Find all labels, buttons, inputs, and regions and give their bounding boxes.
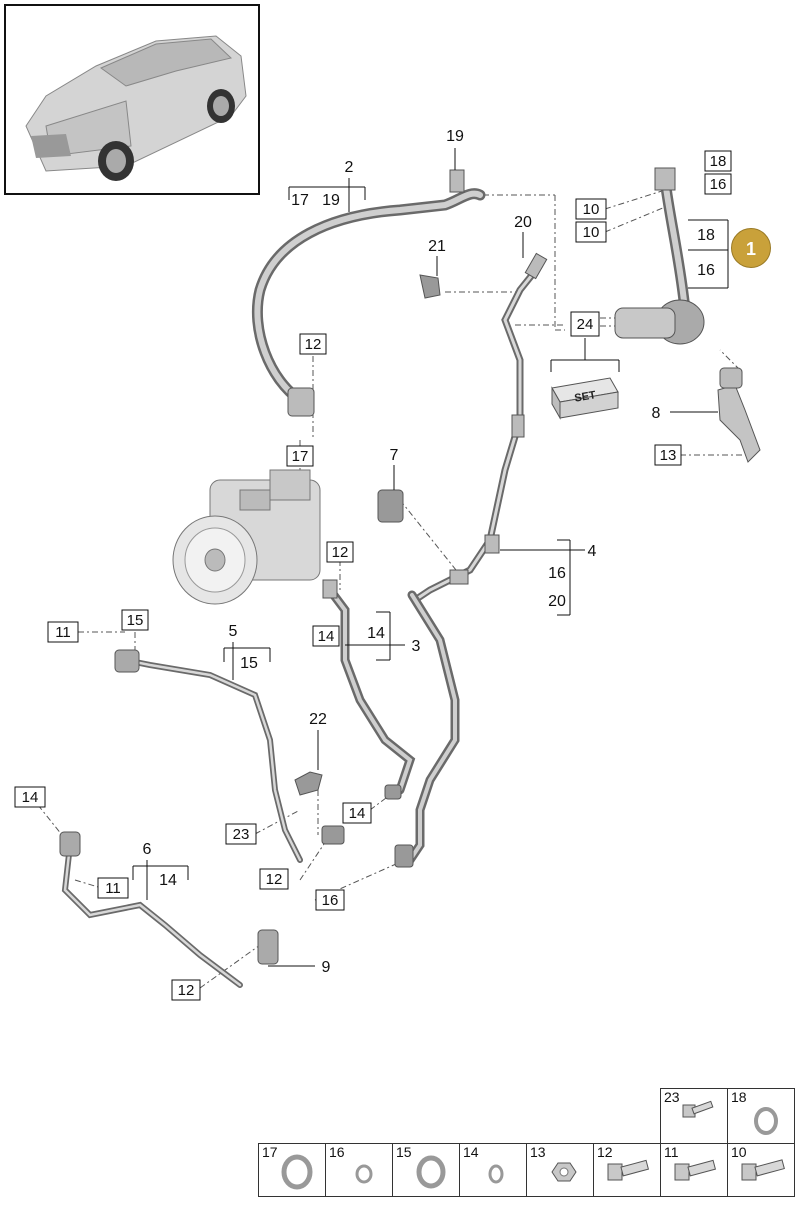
- box-24: 24: [577, 316, 594, 333]
- vehicle-thumbnail: [4, 4, 260, 195]
- box-14-c: 14: [22, 789, 39, 806]
- legend-num: 17: [262, 1144, 278, 1160]
- fitting-12: [287, 387, 315, 417]
- box-13: 13: [660, 447, 677, 464]
- bolt-icon: [674, 1159, 717, 1181]
- legend-num: 10: [731, 1144, 747, 1160]
- legend-num: 14: [463, 1144, 479, 1160]
- box-17: 17: [292, 448, 309, 465]
- nut-icon: [551, 1162, 577, 1182]
- box-10-a: 10: [583, 201, 600, 218]
- compressor: [172, 469, 321, 605]
- label-5-15: 15: [240, 655, 258, 672]
- label-18-side: 18: [697, 227, 715, 244]
- washer-icon: [754, 1107, 778, 1135]
- part-21: [419, 274, 441, 299]
- part-7: [377, 489, 404, 523]
- callout-badge[interactable]: 1: [731, 228, 771, 268]
- legend-cell-16[interactable]: 16: [325, 1143, 393, 1197]
- legend-cell-18[interactable]: 18: [727, 1088, 795, 1144]
- box-16-b: 16: [322, 892, 339, 909]
- box-12-b: 12: [332, 544, 349, 561]
- label-4-20: 20: [548, 593, 566, 610]
- label-5: 5: [229, 623, 238, 640]
- label-9: 9: [322, 959, 331, 976]
- box-23: 23: [233, 826, 250, 843]
- legend-num: 18: [731, 1089, 747, 1105]
- label-16-side: 16: [697, 262, 715, 279]
- label-7: 7: [390, 447, 399, 464]
- legend-num: 13: [530, 1144, 546, 1160]
- label-4-16: 16: [548, 565, 566, 582]
- label-2: 2: [345, 159, 354, 176]
- bolt-icon: [607, 1159, 650, 1181]
- bracket-9: [257, 929, 279, 965]
- label-22: 22: [309, 711, 327, 728]
- box-14-a: 14: [318, 628, 335, 645]
- hose-2: [251, 188, 486, 406]
- box-10-b: 10: [583, 224, 600, 241]
- box-18-top: 18: [710, 153, 727, 170]
- box-12-a: 12: [305, 336, 322, 353]
- bracket-8: [717, 384, 761, 463]
- label-14-b: 14: [367, 625, 385, 642]
- box-11-a: 11: [55, 624, 71, 641]
- label-21: 21: [428, 238, 446, 255]
- set-box: [551, 377, 619, 420]
- label-8: 8: [652, 405, 661, 422]
- legend-cell-13[interactable]: 13: [526, 1143, 594, 1197]
- legend-cell-23[interactable]: 23: [660, 1088, 728, 1144]
- legend-cell-15[interactable]: 15: [392, 1143, 460, 1197]
- box-12-d: 12: [178, 982, 195, 999]
- box-16-top: 16: [710, 176, 727, 193]
- washer-icon: [281, 1154, 313, 1190]
- legend-cell-12[interactable]: 12: [593, 1143, 661, 1197]
- bolt-icon: [741, 1159, 785, 1181]
- hose-3: [325, 585, 416, 795]
- legend-cell-10[interactable]: 10: [727, 1143, 795, 1197]
- box-14-d: 14: [349, 805, 366, 822]
- legend-num: 15: [396, 1144, 412, 1160]
- legend-num: 12: [597, 1144, 613, 1160]
- label-3: 3: [412, 638, 421, 655]
- legend-num: 16: [329, 1144, 345, 1160]
- hose-16: [405, 590, 460, 865]
- legend-cell-14[interactable]: 14: [459, 1143, 527, 1197]
- washer-icon: [355, 1164, 373, 1184]
- car-illustration: [25, 35, 247, 181]
- pipe-5: [122, 657, 303, 863]
- set-label: SET: [574, 389, 597, 405]
- legend-cell-11[interactable]: 11: [660, 1143, 728, 1197]
- legend-num: 11: [664, 1144, 679, 1160]
- legend-cell-17[interactable]: 17: [258, 1143, 326, 1197]
- connector-19: [449, 169, 465, 193]
- legend-num: 23: [664, 1089, 680, 1105]
- box-12-c: 12: [266, 871, 283, 888]
- label-20: 20: [514, 214, 532, 231]
- washer-icon: [488, 1164, 504, 1184]
- label-4: 4: [588, 543, 597, 560]
- label-6-14: 14: [159, 872, 177, 889]
- label-2-sub-b: 19: [322, 192, 340, 209]
- label-6: 6: [143, 841, 152, 858]
- box-11-b: 11: [105, 880, 121, 897]
- clip-22: [294, 771, 323, 796]
- label-2-sub-a: 17: [291, 192, 309, 209]
- label-19-top: 19: [446, 128, 464, 145]
- bolt-icon: [682, 1100, 714, 1118]
- washer-icon: [416, 1155, 446, 1189]
- box-15-a: 15: [127, 612, 144, 629]
